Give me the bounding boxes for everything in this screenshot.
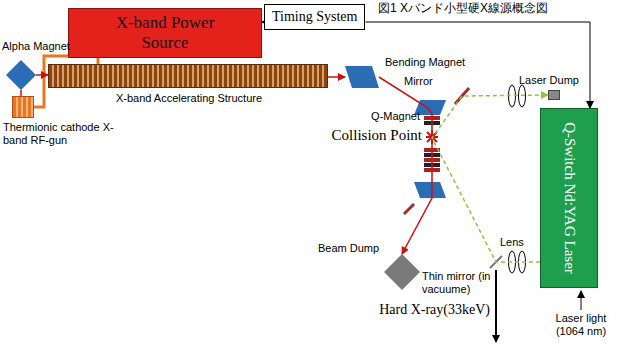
laser-light-label: Laser light (1064 nm) <box>546 312 616 338</box>
lens-label: Lens <box>500 236 524 249</box>
collision-point-label: Collision Point <box>332 126 422 144</box>
diamond-outline <box>6 60 36 90</box>
node-label: X-band Power Source <box>105 13 225 52</box>
q-magnet-label: Q-Magnet <box>371 110 420 123</box>
node-label: Beam Dump <box>318 242 379 255</box>
node-label: Laser Dump <box>519 74 579 87</box>
diagram-title: 図1 Xバンド小型硬X線源概念図 <box>378 1 548 15</box>
connector <box>328 76 345 78</box>
laser-dump: Laser Dump <box>548 90 560 100</box>
node-label: Bending Magnet <box>385 56 465 69</box>
connector <box>379 77 432 254</box>
connector <box>36 74 48 76</box>
mirror-label: Mirror <box>404 75 433 88</box>
diamond-outline <box>384 254 420 290</box>
timing-system-box: Timing System <box>264 4 365 30</box>
laser-input-arrow <box>581 291 582 310</box>
node-label: Thermionic cathode X-band RF-gun <box>3 121 115 147</box>
node-label: Q-Switch Nd:YAG Laser <box>560 113 577 283</box>
connector <box>432 95 548 262</box>
node-label: Alpha Magnet <box>2 40 70 53</box>
node-label: Timing System <box>265 5 364 29</box>
rf-gun: Thermionic cathode X-band RF-gun <box>12 96 34 118</box>
parallelogram-outline <box>345 66 379 88</box>
bending-magnet-3 <box>414 182 446 198</box>
power-source-box: X-band Power Source <box>68 8 262 58</box>
accelerating-structure: X-band Accelerating Structure <box>48 64 328 88</box>
hard-x-ray-label: Hard X-ray(33keV) <box>379 302 490 319</box>
bending-magnet: Bending Magnet <box>345 66 379 88</box>
connector <box>366 22 591 108</box>
laser-box: Q-Switch Nd:YAG Laser <box>540 108 598 288</box>
node-label: X-band Accelerating Structure <box>49 92 329 105</box>
alpha-magnet: Alpha Magnet <box>6 60 36 90</box>
mirror-lower <box>404 204 414 214</box>
x-ray-arrow <box>496 270 497 342</box>
beam-dump: Beam Dump <box>384 254 420 290</box>
thin-mirror-label: Thin mirror (in vacuume) <box>422 270 492 296</box>
